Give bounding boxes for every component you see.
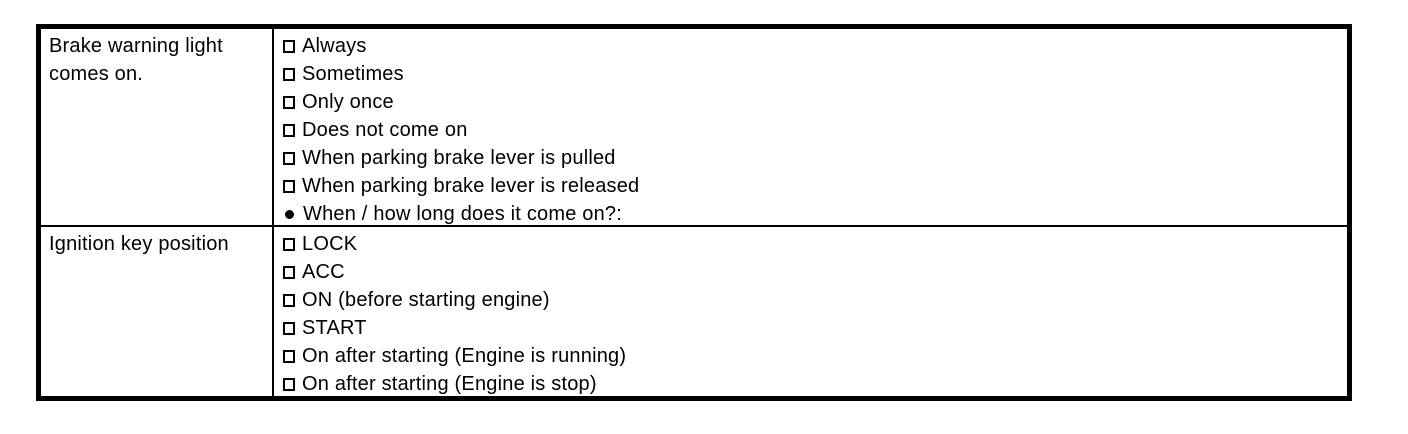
option-label: Always [302, 35, 367, 57]
row-label-brake-warning-light: Brake warning light comes on. [41, 29, 274, 225]
checkbox-option: START [283, 314, 1347, 342]
option-label: Only once [302, 91, 394, 113]
option-label: When / how long does it come on?: [303, 203, 623, 225]
checkbox-option: Sometimes [283, 60, 1347, 88]
checkbox-icon [283, 266, 295, 279]
option-label: On after starting (Engine is running) [302, 345, 627, 367]
option-label: Sometimes [302, 63, 404, 85]
option-label: LOCK [302, 233, 358, 255]
checkbox-icon [283, 152, 295, 165]
row-label-ignition-key-position: Ignition key position [41, 227, 274, 398]
checkbox-icon [283, 378, 295, 391]
checkbox-icon [283, 96, 295, 109]
checkbox-option: Always [283, 32, 1347, 60]
option-label: START [302, 317, 367, 339]
option-label: When parking brake lever is released [302, 175, 640, 197]
checkbox-option: Only once [283, 88, 1347, 116]
option-label: ACC [302, 261, 345, 283]
option-label: Does not come on [302, 119, 468, 141]
checkbox-option: When parking brake lever is pulled [283, 144, 1347, 172]
options-cell-ignition-key-position: LOCK ACC ON (before starting engine) STA… [274, 227, 1347, 398]
checkbox-icon [283, 238, 295, 251]
bullet-icon [285, 210, 294, 219]
option-label: On after starting (Engine is stop) [302, 373, 597, 395]
checkbox-icon [283, 294, 295, 307]
checkbox-icon [283, 180, 295, 193]
checkbox-icon [283, 350, 295, 363]
checkbox-option: When parking brake lever is released [283, 172, 1347, 200]
table-row-ignition-key-position: Ignition key position LOCK ACC ON (befor… [41, 227, 1347, 398]
option-label: When parking brake lever is pulled [302, 147, 616, 169]
checkbox-option: ACC [283, 258, 1347, 286]
checkbox-option: ON (before starting engine) [283, 286, 1347, 314]
checkbox-option: Does not come on [283, 116, 1347, 144]
checkbox-icon [283, 322, 295, 335]
bullet-note: When / how long does it come on?: [283, 200, 1347, 228]
option-label: ON (before starting engine) [302, 289, 550, 311]
checkbox-icon [283, 124, 295, 137]
checkbox-option: On after starting (Engine is running) [283, 342, 1347, 370]
checkbox-option: On after starting (Engine is stop) [283, 370, 1347, 398]
checkbox-icon [283, 68, 295, 81]
diagnostic-questionnaire-table: Brake warning light comes on. Always Som… [36, 24, 1352, 401]
checkbox-option: LOCK [283, 230, 1347, 258]
checkbox-icon [283, 40, 295, 53]
options-cell-brake-warning-light: Always Sometimes Only once Does not come… [274, 29, 1347, 225]
table-row-brake-warning-light: Brake warning light comes on. Always Som… [41, 29, 1347, 227]
